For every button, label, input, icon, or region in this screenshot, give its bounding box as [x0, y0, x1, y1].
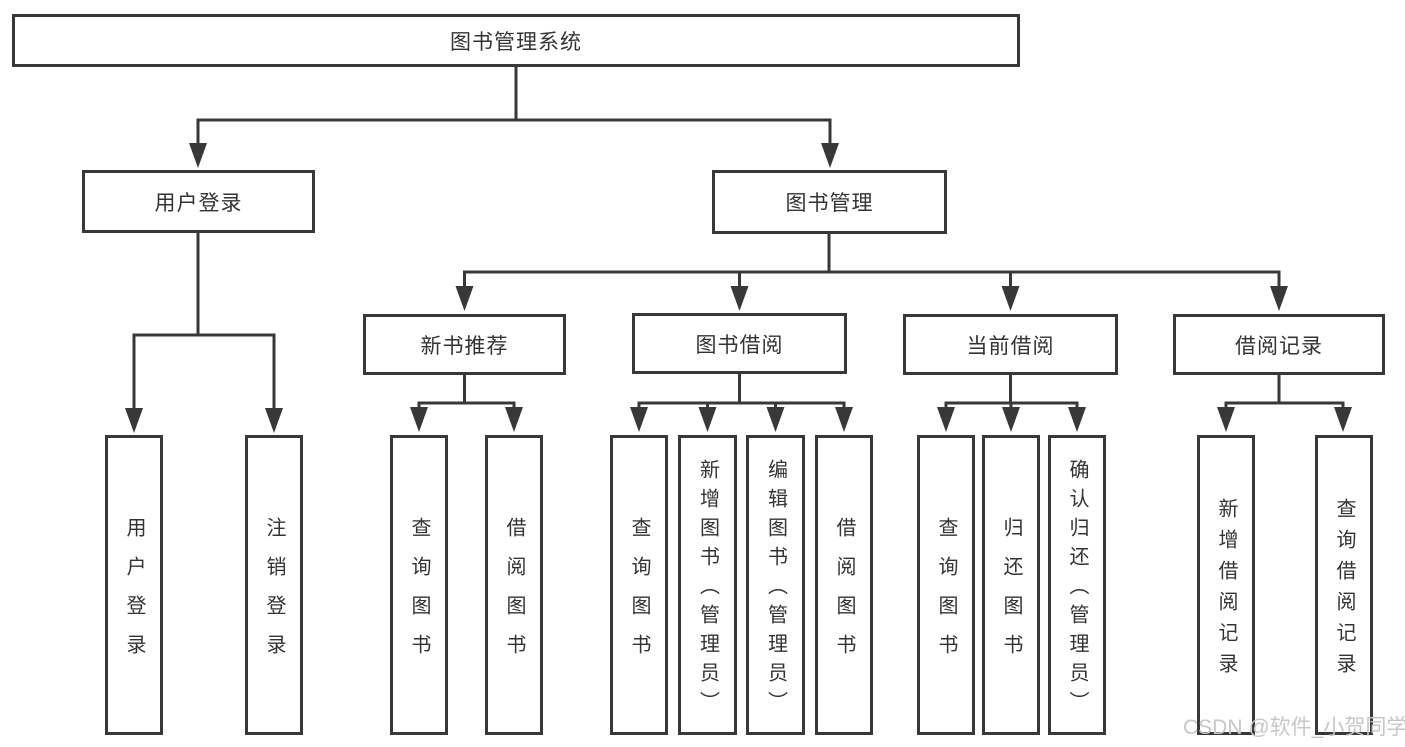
edge-book-management-children [455, 234, 1288, 311]
leaf-borrow-book-newrec-label: 借阅图书 [503, 516, 525, 673]
edge-book-borrow-children [630, 374, 853, 432]
node-new-book-recommend: 新书推荐 [363, 314, 566, 375]
node-borrow-records: 借阅记录 [1173, 314, 1385, 375]
leaf-query-book-current: 查询图书 [917, 435, 975, 735]
leaf-edit-book-admin: 编辑图书（管理员） [746, 435, 805, 735]
edge-current-borrow-children [937, 375, 1086, 432]
leaf-add-borrow-record: 新增借阅记录 [1197, 435, 1255, 735]
leaf-query-borrow-record-label: 查询借阅记录 [1333, 497, 1355, 684]
node-root: 图书管理系统 [12, 14, 1020, 67]
edge-user-login-children [125, 233, 283, 433]
leaf-logout-login-label: 注销登录 [263, 516, 285, 673]
leaf-confirm-return-admin-label: 确认归还（管理员） [1066, 459, 1088, 720]
leaf-add-book-admin-label: 新增图书（管理员） [696, 459, 719, 720]
edge-root-to-level2 [189, 67, 839, 168]
leaf-borrow-book-newrec: 借阅图书 [485, 435, 543, 735]
leaf-query-borrow-record: 查询借阅记录 [1315, 435, 1373, 735]
leaf-logout-login: 注销登录 [245, 435, 303, 735]
leaf-confirm-return-admin: 确认归还（管理员） [1048, 435, 1106, 735]
leaf-query-book-current-label: 查询图书 [935, 516, 957, 673]
leaf-query-book-newrec-label: 查询图书 [408, 516, 430, 673]
leaf-return-book: 归还图书 [982, 435, 1040, 735]
leaf-user-login: 用户登录 [105, 435, 163, 735]
node-user-login: 用户登录 [82, 170, 315, 233]
node-book-borrow: 图书借阅 [632, 313, 847, 374]
edge-new-book-recommend-children [410, 375, 523, 432]
leaf-borrow-book-borrow-label: 借阅图书 [833, 516, 855, 673]
leaf-borrow-book-borrow: 借阅图书 [815, 435, 873, 735]
leaf-query-book-newrec: 查询图书 [390, 435, 448, 735]
leaf-return-book-label: 归还图书 [1000, 516, 1022, 673]
watermark: CSDN @软件_小贺同学 [1183, 716, 1405, 739]
node-current-borrow: 当前借阅 [903, 314, 1118, 375]
leaf-edit-book-admin-label: 编辑图书（管理员） [764, 459, 787, 720]
leaf-query-book-borrow: 查询图书 [610, 435, 668, 735]
leaf-query-book-borrow-label: 查询图书 [628, 516, 650, 673]
leaf-add-book-admin: 新增图书（管理员） [678, 435, 737, 735]
node-book-management: 图书管理 [712, 170, 947, 234]
edge-borrow-records-children [1217, 375, 1352, 432]
leaf-user-login-label: 用户登录 [123, 516, 145, 673]
leaf-add-borrow-record-label: 新增借阅记录 [1215, 497, 1237, 684]
